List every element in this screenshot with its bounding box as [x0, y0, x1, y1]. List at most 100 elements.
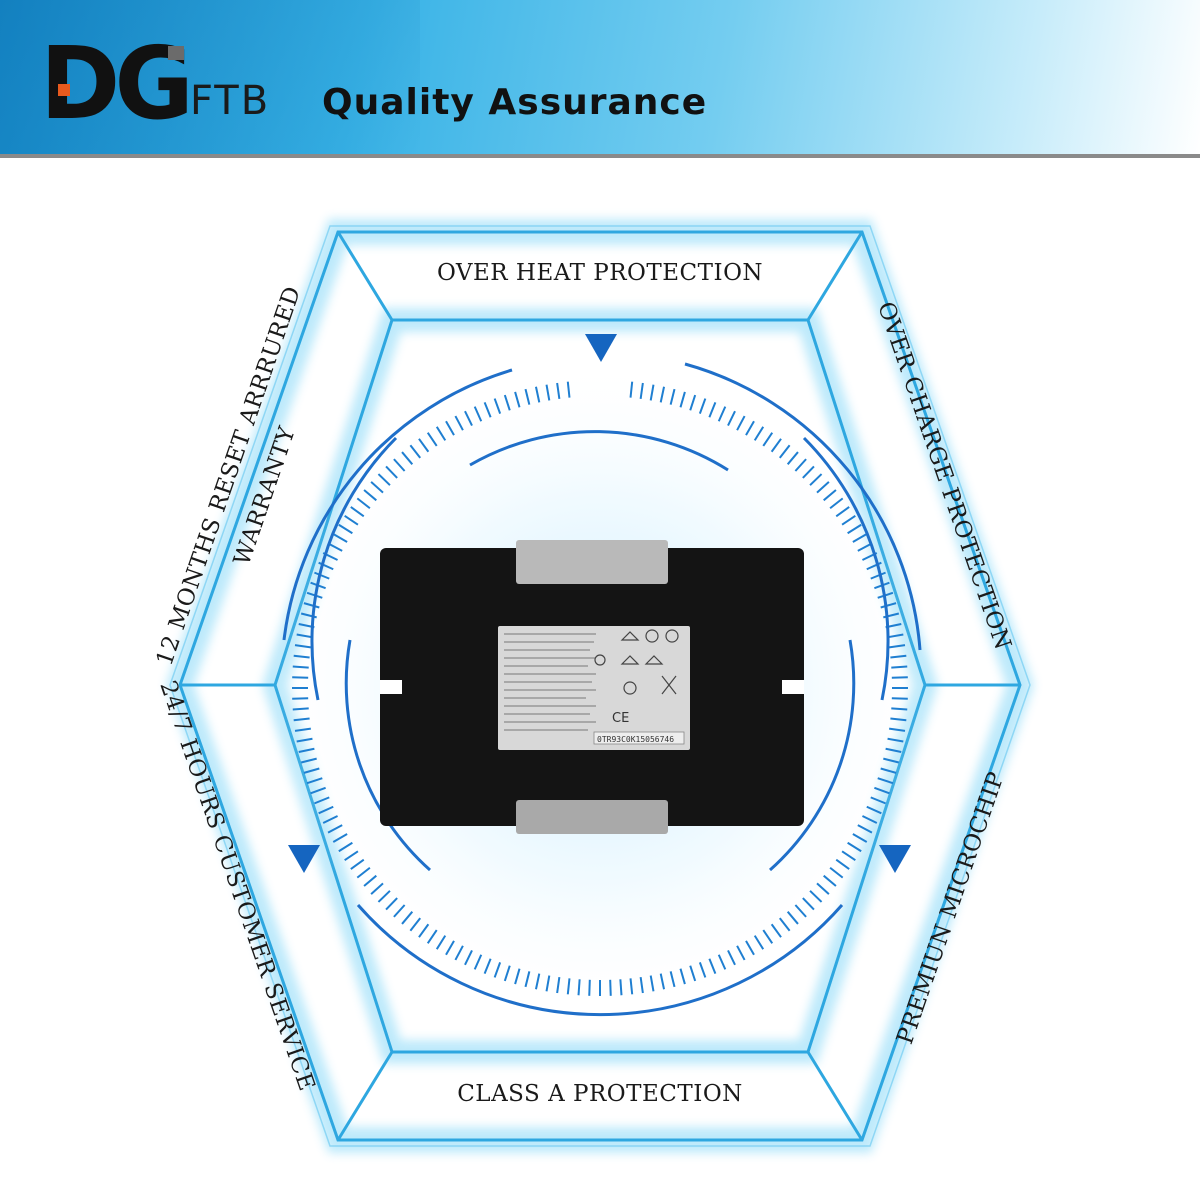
tick-mark	[809, 890, 823, 903]
tick-mark	[303, 602, 320, 609]
tick-mark	[753, 935, 765, 950]
tick-mark	[823, 874, 837, 887]
tick-mark	[545, 384, 551, 401]
battery-pack-image: CE 0TR93C0K15056746	[380, 540, 804, 834]
tick-mark	[890, 717, 907, 722]
battery-notch-left	[380, 680, 402, 694]
tick-mark	[426, 432, 438, 447]
tick-mark	[649, 975, 655, 992]
tick-mark	[770, 438, 782, 453]
tick-mark	[816, 481, 830, 494]
arc-inner-upper	[469, 430, 729, 472]
tick-mark	[870, 796, 886, 805]
tick-mark	[292, 665, 309, 669]
tick-mark	[545, 975, 551, 992]
header-banner: DG FTB Quality Assurance	[0, 0, 1200, 156]
tick-mark	[401, 451, 414, 465]
tick-mark	[435, 426, 447, 441]
tick-mark	[786, 451, 799, 465]
tick-mark	[889, 644, 906, 649]
triangle-arrow-down-icon	[879, 845, 911, 873]
tick-mark	[370, 882, 384, 895]
tick-mark	[890, 654, 907, 659]
tick-mark	[847, 523, 862, 535]
tick-mark	[669, 971, 676, 988]
arc-mid-right	[802, 436, 890, 701]
tick-mark	[514, 968, 521, 985]
tick-mark	[847, 841, 862, 853]
tick-mark	[770, 923, 782, 938]
tick-mark	[293, 717, 310, 722]
tick-mark	[891, 697, 908, 700]
tick-mark	[363, 874, 377, 887]
arc-outer-lower	[356, 904, 844, 1017]
tick-mark	[514, 391, 521, 408]
arc-outer-left	[282, 368, 513, 641]
battery-notch-right	[782, 680, 804, 694]
tick-mark	[679, 968, 686, 985]
tick-mark	[350, 858, 365, 870]
tick-mark	[493, 398, 502, 414]
tick-mark	[344, 514, 359, 526]
battery-label-lines	[504, 633, 596, 731]
tick-mark	[524, 971, 531, 988]
tick-mark	[835, 858, 850, 870]
tick-mark	[717, 406, 727, 422]
arc-rings	[282, 362, 922, 1017]
tick-mark	[708, 402, 717, 418]
header-divider	[0, 154, 1200, 158]
tick-mark	[363, 489, 377, 502]
tick-mark	[786, 911, 799, 925]
tick-mark	[464, 410, 473, 426]
label-ce-mark: CE	[612, 711, 629, 726]
tick-mark	[377, 890, 391, 903]
arc-mid-left	[310, 436, 398, 701]
tick-mark	[409, 917, 422, 932]
tick-mark	[524, 388, 531, 405]
tick-mark	[802, 897, 815, 911]
feature-diagram: CE 0TR93C0K15056746 OVER HEAT PROTECTION…	[0, 160, 1200, 1200]
logo-accent-gray	[168, 46, 184, 60]
tick-mark	[445, 940, 455, 956]
tick-mark	[659, 973, 666, 990]
tick-mark	[736, 945, 746, 961]
tick-mark	[689, 965, 697, 982]
tick-mark	[483, 958, 492, 974]
tick-mark	[445, 420, 455, 436]
tick-mark	[762, 929, 774, 944]
tick-mark	[327, 542, 343, 552]
tick-mark	[300, 757, 317, 764]
triangle-arrow-down-icon	[585, 334, 617, 362]
tick-mark	[857, 824, 873, 834]
tick-mark	[874, 786, 890, 795]
tick-mark	[883, 757, 900, 764]
tick-mark	[318, 805, 334, 815]
tick-mark	[344, 850, 359, 862]
tick-mark	[426, 929, 438, 944]
tick-mark	[356, 497, 371, 510]
battery-top-clip	[516, 540, 668, 584]
tick-mark	[296, 737, 313, 743]
tick-mark	[753, 426, 765, 441]
header-shade	[0, 0, 420, 156]
tick-mark	[841, 850, 856, 862]
tick-mark	[669, 388, 676, 405]
brand-sub: FTB	[190, 78, 271, 124]
tick-mark	[809, 473, 823, 486]
tick-mark	[294, 644, 311, 649]
hexagon-spokes	[180, 231, 1020, 1141]
tick-mark	[866, 805, 882, 815]
tick-mark	[393, 458, 406, 472]
tick-mark	[708, 958, 717, 974]
tick-mark	[887, 633, 904, 639]
tick-mark	[629, 978, 634, 995]
arc-inner-right	[769, 639, 856, 872]
tick-mark	[802, 465, 815, 479]
tick-mark	[556, 382, 561, 399]
tick-mark	[887, 737, 904, 743]
tick-mark	[493, 962, 502, 978]
tick-mark	[762, 432, 774, 447]
tick-mark	[862, 815, 878, 824]
tick-mark	[639, 382, 644, 399]
tick-mark	[852, 533, 868, 543]
